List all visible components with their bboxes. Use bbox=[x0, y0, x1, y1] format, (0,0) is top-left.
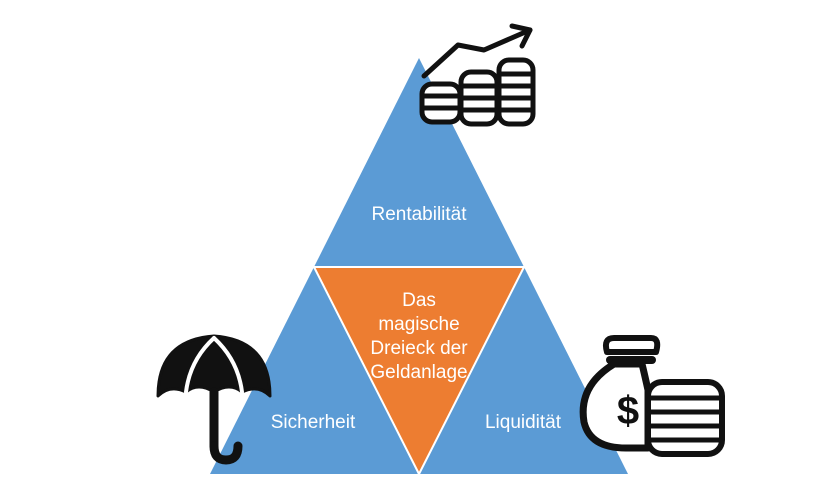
dollar-sign: $ bbox=[617, 389, 639, 433]
center-label-line-1: Das bbox=[402, 290, 436, 311]
center-label-line-3: Dreieck der bbox=[370, 338, 468, 359]
center-triangle bbox=[312, 266, 526, 477]
center-label: Das magische Dreieck der Geldanlage bbox=[370, 290, 468, 383]
left-label: Sicherheit bbox=[271, 412, 356, 433]
center-label-line-4: Geldanlage bbox=[370, 362, 467, 383]
money-bag-icon: $ bbox=[579, 335, 725, 457]
top-label: Rentabilität bbox=[371, 204, 467, 225]
umbrella-icon bbox=[156, 334, 272, 465]
right-label: Liquidität bbox=[485, 412, 562, 433]
center-label-line-2: magische bbox=[378, 314, 459, 335]
coins-growth-icon bbox=[419, 23, 536, 127]
